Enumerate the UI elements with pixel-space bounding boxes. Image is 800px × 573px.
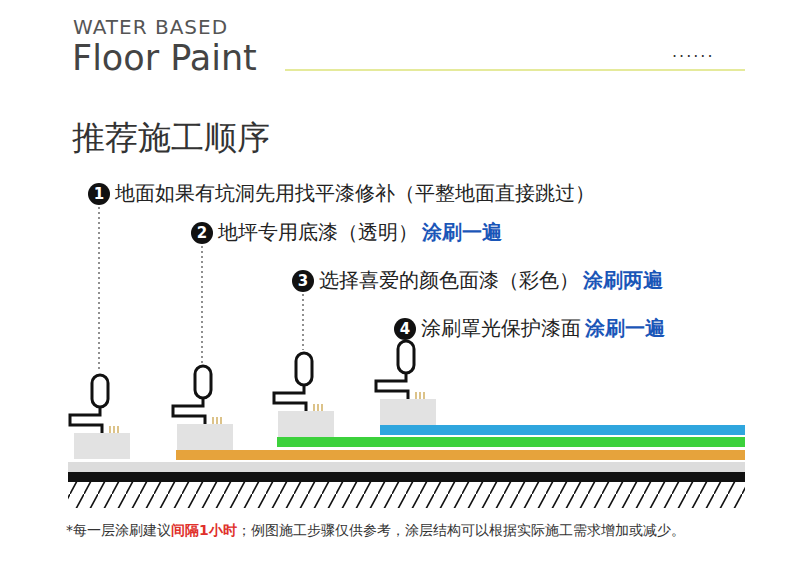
paint-roller: [376, 341, 436, 425]
text-row: ......: [672, 42, 715, 61]
callout-number: 4: [394, 318, 416, 340]
text-row: 4涂刷罩光保护漆面涂刷一遍: [394, 315, 665, 342]
text-row: Floor Paint: [72, 38, 257, 78]
step-text: 选择喜爱的颜色面漆（彩色）: [319, 267, 579, 294]
note-emphasis: 间隔1小时: [171, 522, 237, 540]
callout-number: 1: [88, 183, 110, 205]
text-row: WATER BASED: [73, 15, 228, 39]
primer-layer: [176, 450, 745, 460]
text-row: 1地面如果有坑洞先用找平漆修补（平整地面直接跳过）: [88, 180, 595, 207]
callout-number: 3: [292, 270, 314, 292]
header-rule: [285, 69, 745, 71]
paint-roller: [274, 353, 334, 437]
color-layer: [277, 437, 745, 447]
step-text: 涂刷罩光保护漆面: [421, 315, 581, 342]
rollers: [70, 341, 436, 459]
step-text: 地坪专用底漆（透明）: [218, 219, 418, 246]
header-dots: ......: [672, 42, 715, 61]
topcoat-layer: [380, 425, 745, 435]
text-row: *每一层涂刷建议间隔1小时；例图施工步骤仅供参考，涂层结构可以根据实际施工需求增…: [66, 522, 685, 540]
text-row: 3选择喜爱的颜色面漆（彩色）涂刷两遍: [292, 267, 663, 294]
callout-number: 2: [191, 222, 213, 244]
step-emphasis: 涂刷一遍: [422, 219, 502, 246]
header-kicker: WATER BASED: [73, 15, 228, 39]
paint-roller: [173, 366, 233, 450]
ground-hatch: [68, 482, 745, 508]
text-row: 推荐施工顺序: [72, 116, 270, 161]
note-text: ；例图施工步骤仅供参考，涂层结构可以根据实际施工需求增加或减少。: [237, 522, 685, 540]
leveling-layer: [68, 462, 745, 472]
text-row: 2地坪专用底漆（透明）涂刷一遍: [191, 219, 502, 246]
ground-slab: [68, 472, 745, 482]
header-title: Floor Paint: [72, 38, 257, 78]
step-emphasis: 涂刷两遍: [583, 267, 663, 294]
note-text: *每一层涂刷建议: [66, 522, 171, 540]
step-emphasis: 涂刷一遍: [585, 315, 665, 342]
paint-roller: [70, 375, 130, 459]
section-title: 推荐施工顺序: [72, 116, 270, 161]
step-text: 地面如果有坑洞先用找平漆修补（平整地面直接跳过）: [115, 180, 595, 207]
